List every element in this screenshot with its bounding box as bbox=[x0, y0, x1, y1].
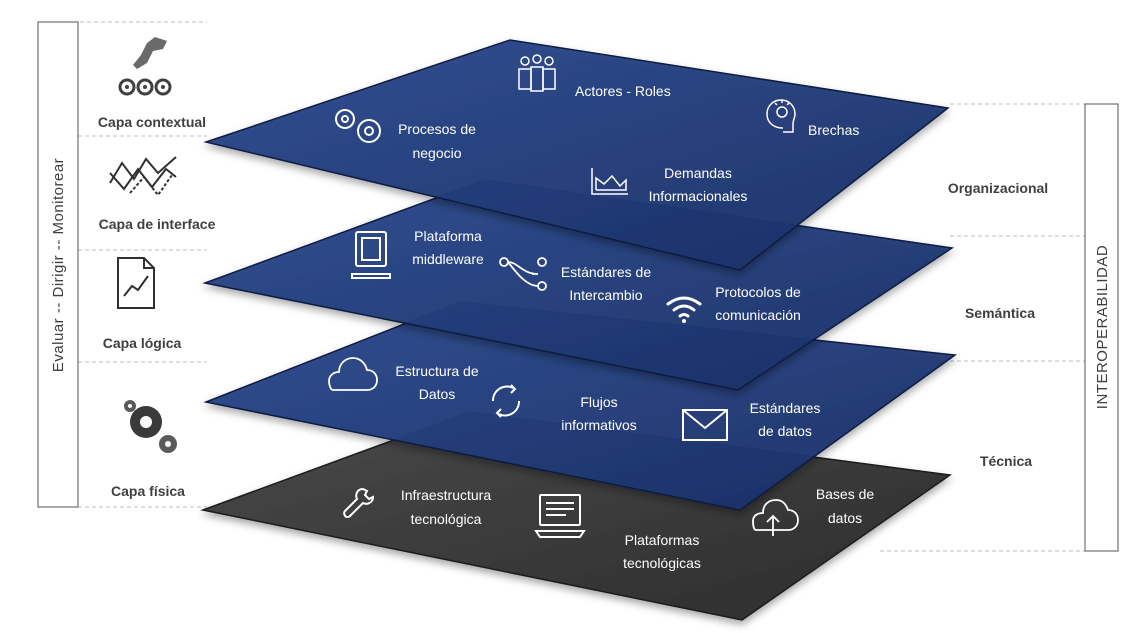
laptop-icon bbox=[534, 494, 586, 538]
estandares-datos-line2: de datos bbox=[758, 423, 812, 439]
right-bar: INTEROPERABILIDAD bbox=[1084, 103, 1119, 552]
branch-connector-icon bbox=[499, 257, 547, 291]
level-organizacional: Organizacional bbox=[948, 180, 1048, 196]
plataforma-line1: Plataforma bbox=[414, 228, 482, 244]
left-guides bbox=[38, 21, 207, 508]
infraestructura-line2: tecnológica bbox=[411, 511, 482, 527]
brechas-text: Brechas bbox=[808, 122, 859, 138]
people-group-icon bbox=[518, 54, 556, 92]
interface-lines-icon bbox=[109, 156, 177, 197]
estandares-datos-line1: Estándares bbox=[750, 400, 821, 416]
cloud-upload-icon bbox=[752, 499, 799, 536]
monitor-icon bbox=[351, 231, 391, 279]
plataforma-line2: middleware bbox=[412, 251, 484, 267]
hand-gears-icon bbox=[118, 37, 172, 96]
gears-icon bbox=[335, 109, 381, 143]
left-bar-text: Evaluar -- Dirigir -- Monitorear bbox=[50, 158, 67, 372]
plataformas-tec-line2: tecnológicas bbox=[623, 555, 701, 571]
cloud-icon bbox=[328, 357, 378, 391]
estructura-datos-line1: Estructura de bbox=[395, 363, 478, 379]
bases-datos-line2: datos bbox=[828, 510, 862, 526]
estructura-datos-line2: Datos bbox=[419, 386, 456, 402]
demandas-line2: Informacionales bbox=[649, 188, 748, 204]
flujos-line2: informativos bbox=[561, 417, 636, 433]
gears-cluster-icon bbox=[124, 400, 177, 453]
actores-roles-text: Actores - Roles bbox=[575, 83, 671, 99]
capa-interface-label: Capa de interface bbox=[99, 216, 216, 232]
capa-contextual-label: Capa contextual bbox=[98, 114, 206, 130]
demandas-line1: Demandas bbox=[664, 165, 732, 181]
document-chart-icon bbox=[117, 257, 155, 309]
estandares-intercambio-line2: Intercambio bbox=[569, 287, 642, 303]
bases-datos-line1: Bases de bbox=[816, 486, 875, 502]
flujos-line1: Flujos bbox=[580, 394, 617, 410]
procesos-negocio-line2: negocio bbox=[412, 145, 461, 161]
infraestructura-line1: Infraestructura bbox=[401, 487, 491, 503]
area-chart-icon bbox=[591, 168, 628, 195]
right-bar-text: INTEROPERABILIDAD bbox=[1094, 245, 1111, 409]
protocolos-line2: comunicación bbox=[715, 307, 801, 323]
wrench-icon bbox=[343, 487, 375, 519]
lightbulb-head-icon bbox=[766, 99, 796, 133]
estandares-intercambio-line1: Estándares de bbox=[561, 264, 651, 280]
layer-organizacional bbox=[203, 39, 950, 271]
capa-logica-label: Capa lógica bbox=[103, 335, 182, 351]
capa-fisica-label: Capa física bbox=[111, 483, 185, 499]
refresh-cycle-icon bbox=[491, 384, 521, 418]
level-semantica: Semántica bbox=[965, 305, 1035, 321]
envelope-icon bbox=[682, 409, 728, 441]
procesos-negocio-line1: Procesos de bbox=[398, 121, 476, 137]
protocolos-line1: Protocolos de bbox=[715, 284, 801, 300]
plataformas-tec-line1: Plataformas bbox=[625, 532, 700, 548]
wifi-icon bbox=[666, 296, 702, 323]
left-bar: Evaluar -- Dirigir -- Monitorear bbox=[37, 21, 79, 508]
level-tecnica: Técnica bbox=[980, 453, 1032, 469]
